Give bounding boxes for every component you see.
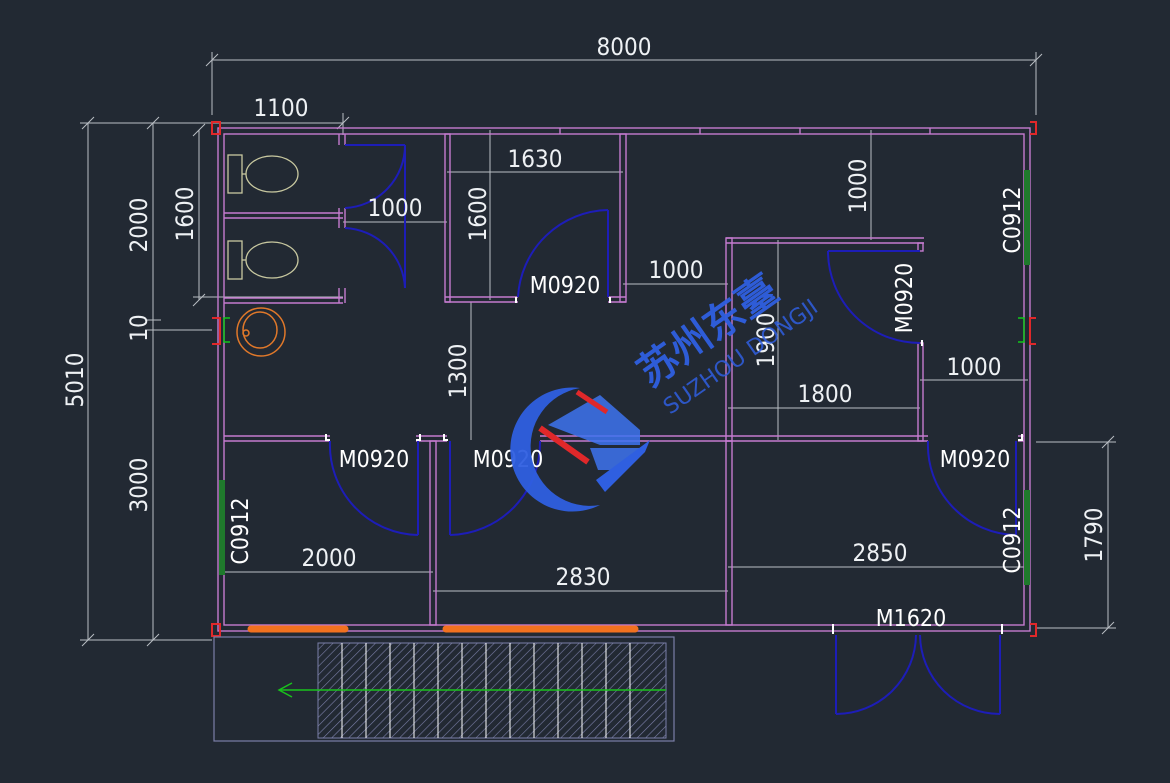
dim-entrance-depth: 1790 [1080,508,1108,563]
dim-overall-depth: 5010 [61,353,89,408]
dimension-lines [80,52,1116,647]
column-markers [211,121,1037,637]
toilet-icon [227,240,299,280]
dim-corridor-door: 1000 [649,256,704,284]
windows [219,170,1030,633]
door-label-room-a: M0920 [530,273,601,299]
dim-corridor-width: 1300 [444,344,472,399]
window-label-right-upper: C0912 [1000,186,1026,253]
fixtures [227,154,299,357]
doors [325,144,1023,715]
toilet-icon [227,154,299,194]
door-label-room-b: M0920 [892,263,918,334]
door-label-main-entrance: M1620 [876,606,947,632]
window-label-left: C0912 [228,497,254,564]
dim-wc-stall-depth: 1600 [171,187,199,242]
stair-direction-arrow-icon [277,682,666,698]
dim-room-a-depth: 1600 [464,187,492,242]
watermark: 苏州东臺 SUZHOU DONGJI [510,267,823,512]
dim-stall-door: 1000 [368,194,423,222]
dim-room-b-width: 1800 [798,380,853,408]
dim-side-door: 1000 [947,353,1002,381]
dim-wc-block-depth: 2000 [125,198,153,253]
dim-lower-right: 2850 [853,539,908,567]
company-logo-icon [510,387,650,512]
opening-labels: M0920 M0920 M0920 M0920 M0920 M1620 C091… [228,186,1026,632]
window-label-right-lower: C0912 [1000,506,1026,573]
dim-wc-width: 1100 [254,94,309,122]
sink-icon [236,307,286,357]
dim-lower-left: 2000 [302,544,357,572]
door-label-lower-right: M0920 [940,447,1011,473]
door-label-lower-left: M0920 [339,447,410,473]
dim-room-a-width: 1630 [508,145,563,173]
dim-gap: 10 [125,314,153,341]
dim-lower-mid: 2830 [556,563,611,591]
dim-lower-depth: 3000 [125,458,153,513]
stairs [213,636,675,742]
dim-room-b-offset: 1000 [844,159,872,214]
dimension-labels: 8000 1100 1630 1000 1000 1800 1000 2000 … [61,33,1108,591]
dim-overall-width: 8000 [597,33,652,61]
dim-room-b-depth: 1900 [752,313,780,368]
